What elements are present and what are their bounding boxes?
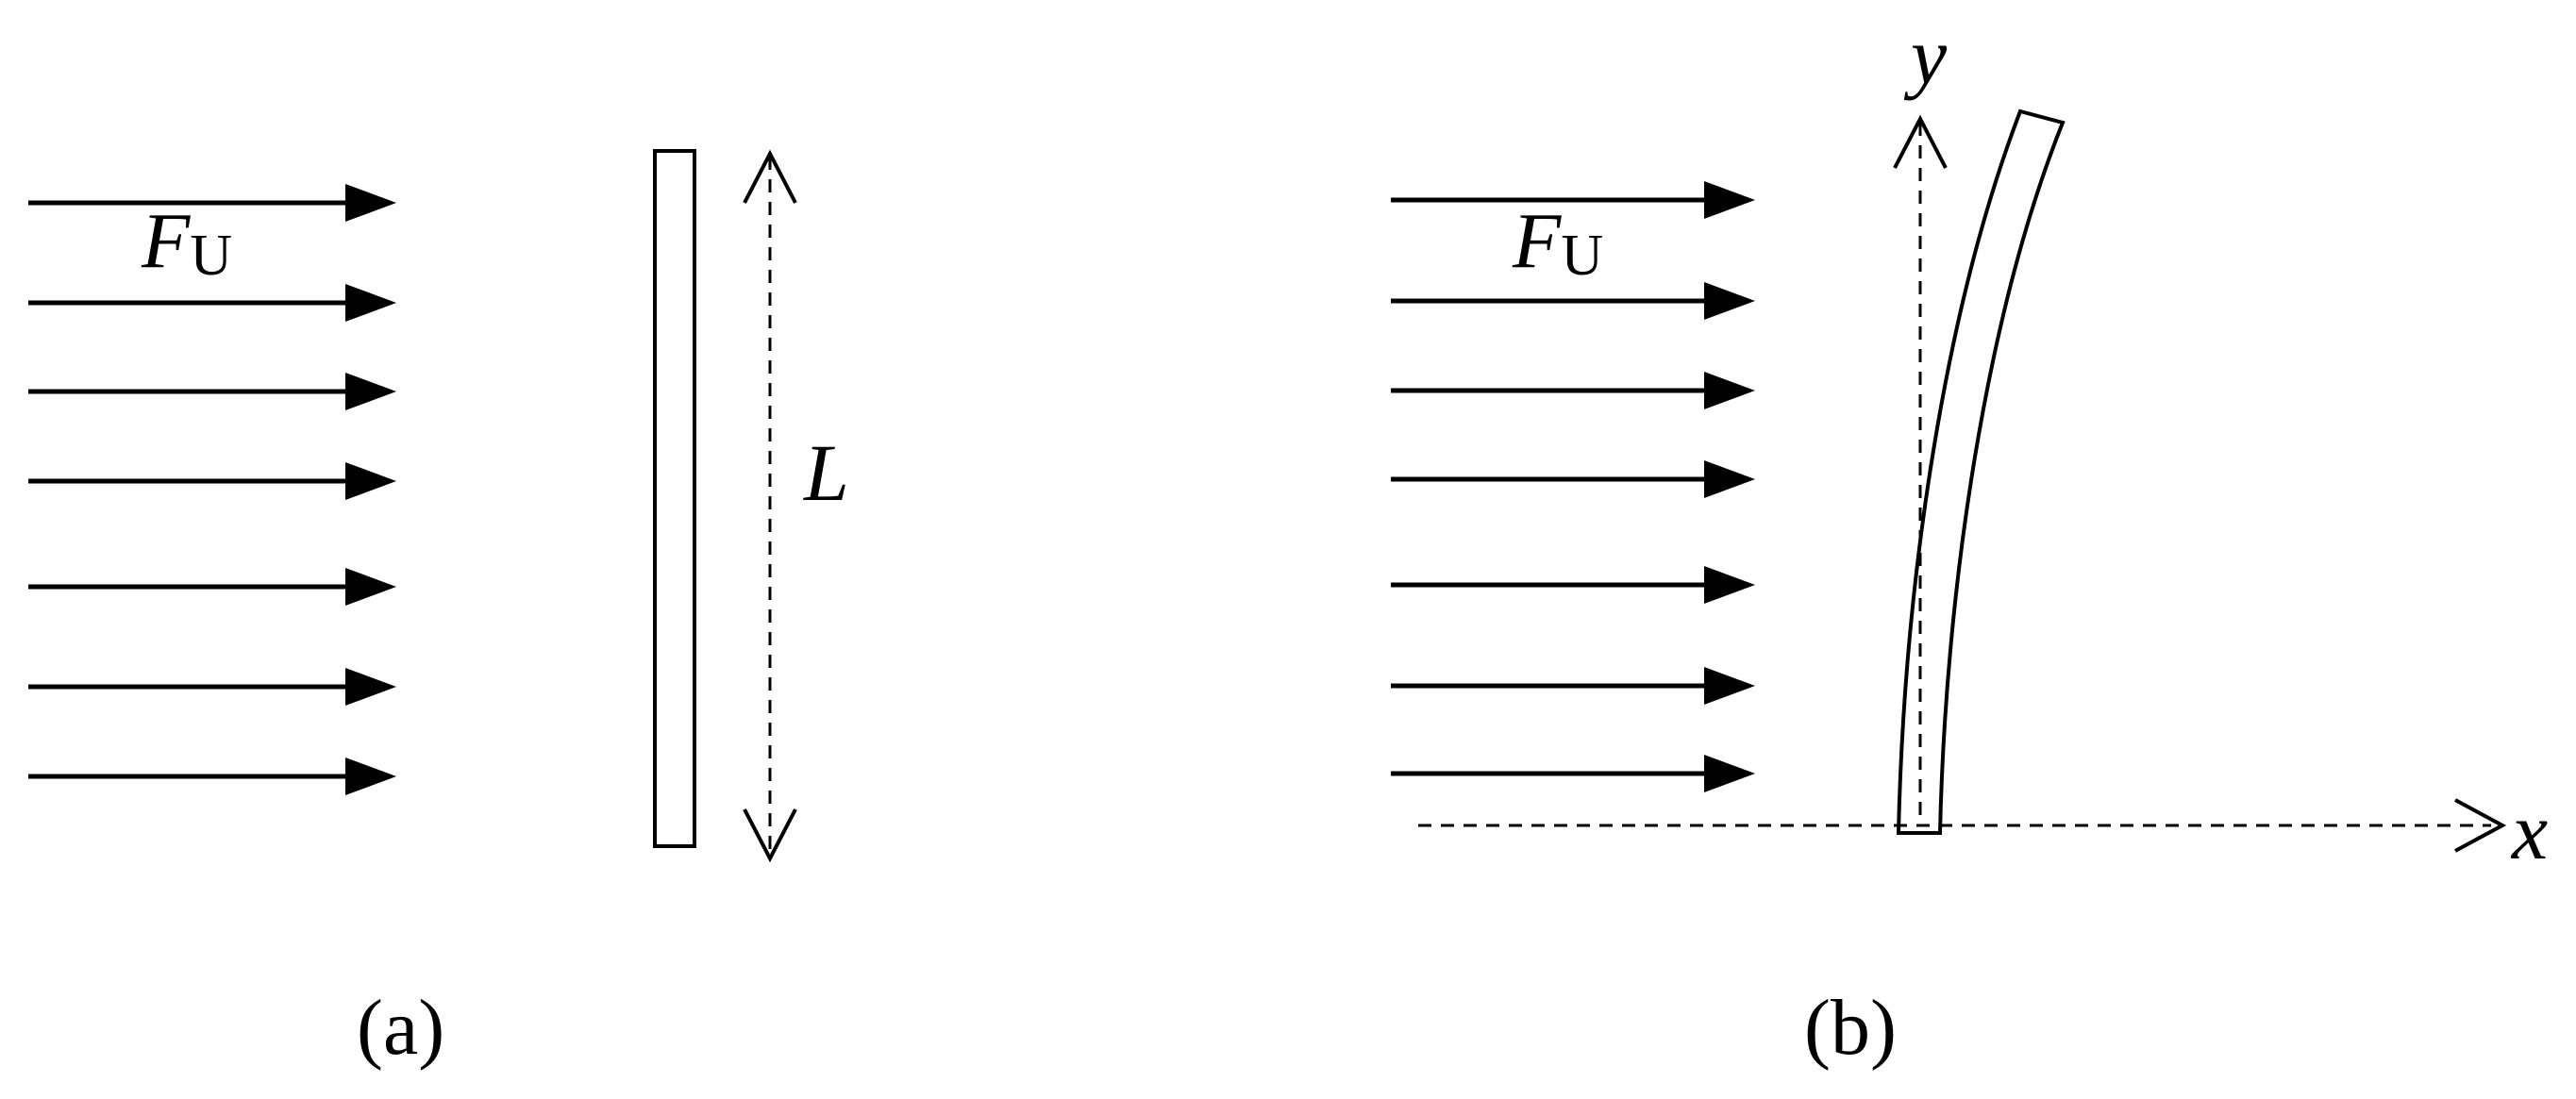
flow-arrow-head — [1704, 282, 1755, 320]
flow-arrow-head — [1704, 667, 1755, 705]
deflected-beam — [1896, 108, 2066, 835]
flow-label-symbol: F — [1512, 197, 1563, 285]
flow-arrow-head — [345, 758, 396, 795]
y-axis-label: y — [1903, 10, 1948, 101]
caption-b: (b) — [1804, 984, 1897, 1072]
flow-arrow-head — [1704, 460, 1755, 498]
panel-b: FU x y (b) — [1391, 10, 2548, 1072]
length-arrowhead-top — [743, 149, 797, 204]
flow-arrows-b — [1391, 181, 1755, 792]
y-axis-arrowhead — [1893, 114, 1948, 169]
length-label: L — [802, 427, 849, 518]
flow-arrow-head — [345, 184, 396, 222]
straight-beam — [653, 149, 696, 848]
flow-label-subscript: U — [190, 224, 232, 288]
flow-arrow-head — [1704, 566, 1755, 604]
flow-label-b: FU — [1512, 197, 1603, 288]
flow-arrow-head — [1704, 181, 1755, 219]
flow-arrow-head — [345, 568, 396, 606]
flow-arrows-a — [28, 184, 396, 795]
flow-arrow-head — [345, 668, 396, 706]
flow-arrow-head — [345, 373, 396, 410]
flow-arrow-head — [1704, 372, 1755, 409]
panel-a: FU L (a) — [28, 149, 849, 1072]
x-axis-label: x — [2510, 786, 2548, 876]
length-arrowhead-bottom — [743, 808, 797, 863]
caption-a: (a) — [357, 984, 444, 1072]
x-axis-arrowhead — [2454, 798, 2507, 853]
flow-arrow-head — [345, 284, 396, 322]
flow-label-subscript: U — [1561, 224, 1603, 288]
flow-arrow-head — [345, 462, 396, 500]
flow-label-a: FU — [141, 197, 232, 288]
flow-arrow-head — [1704, 755, 1755, 792]
flow-label-symbol: F — [141, 197, 192, 285]
